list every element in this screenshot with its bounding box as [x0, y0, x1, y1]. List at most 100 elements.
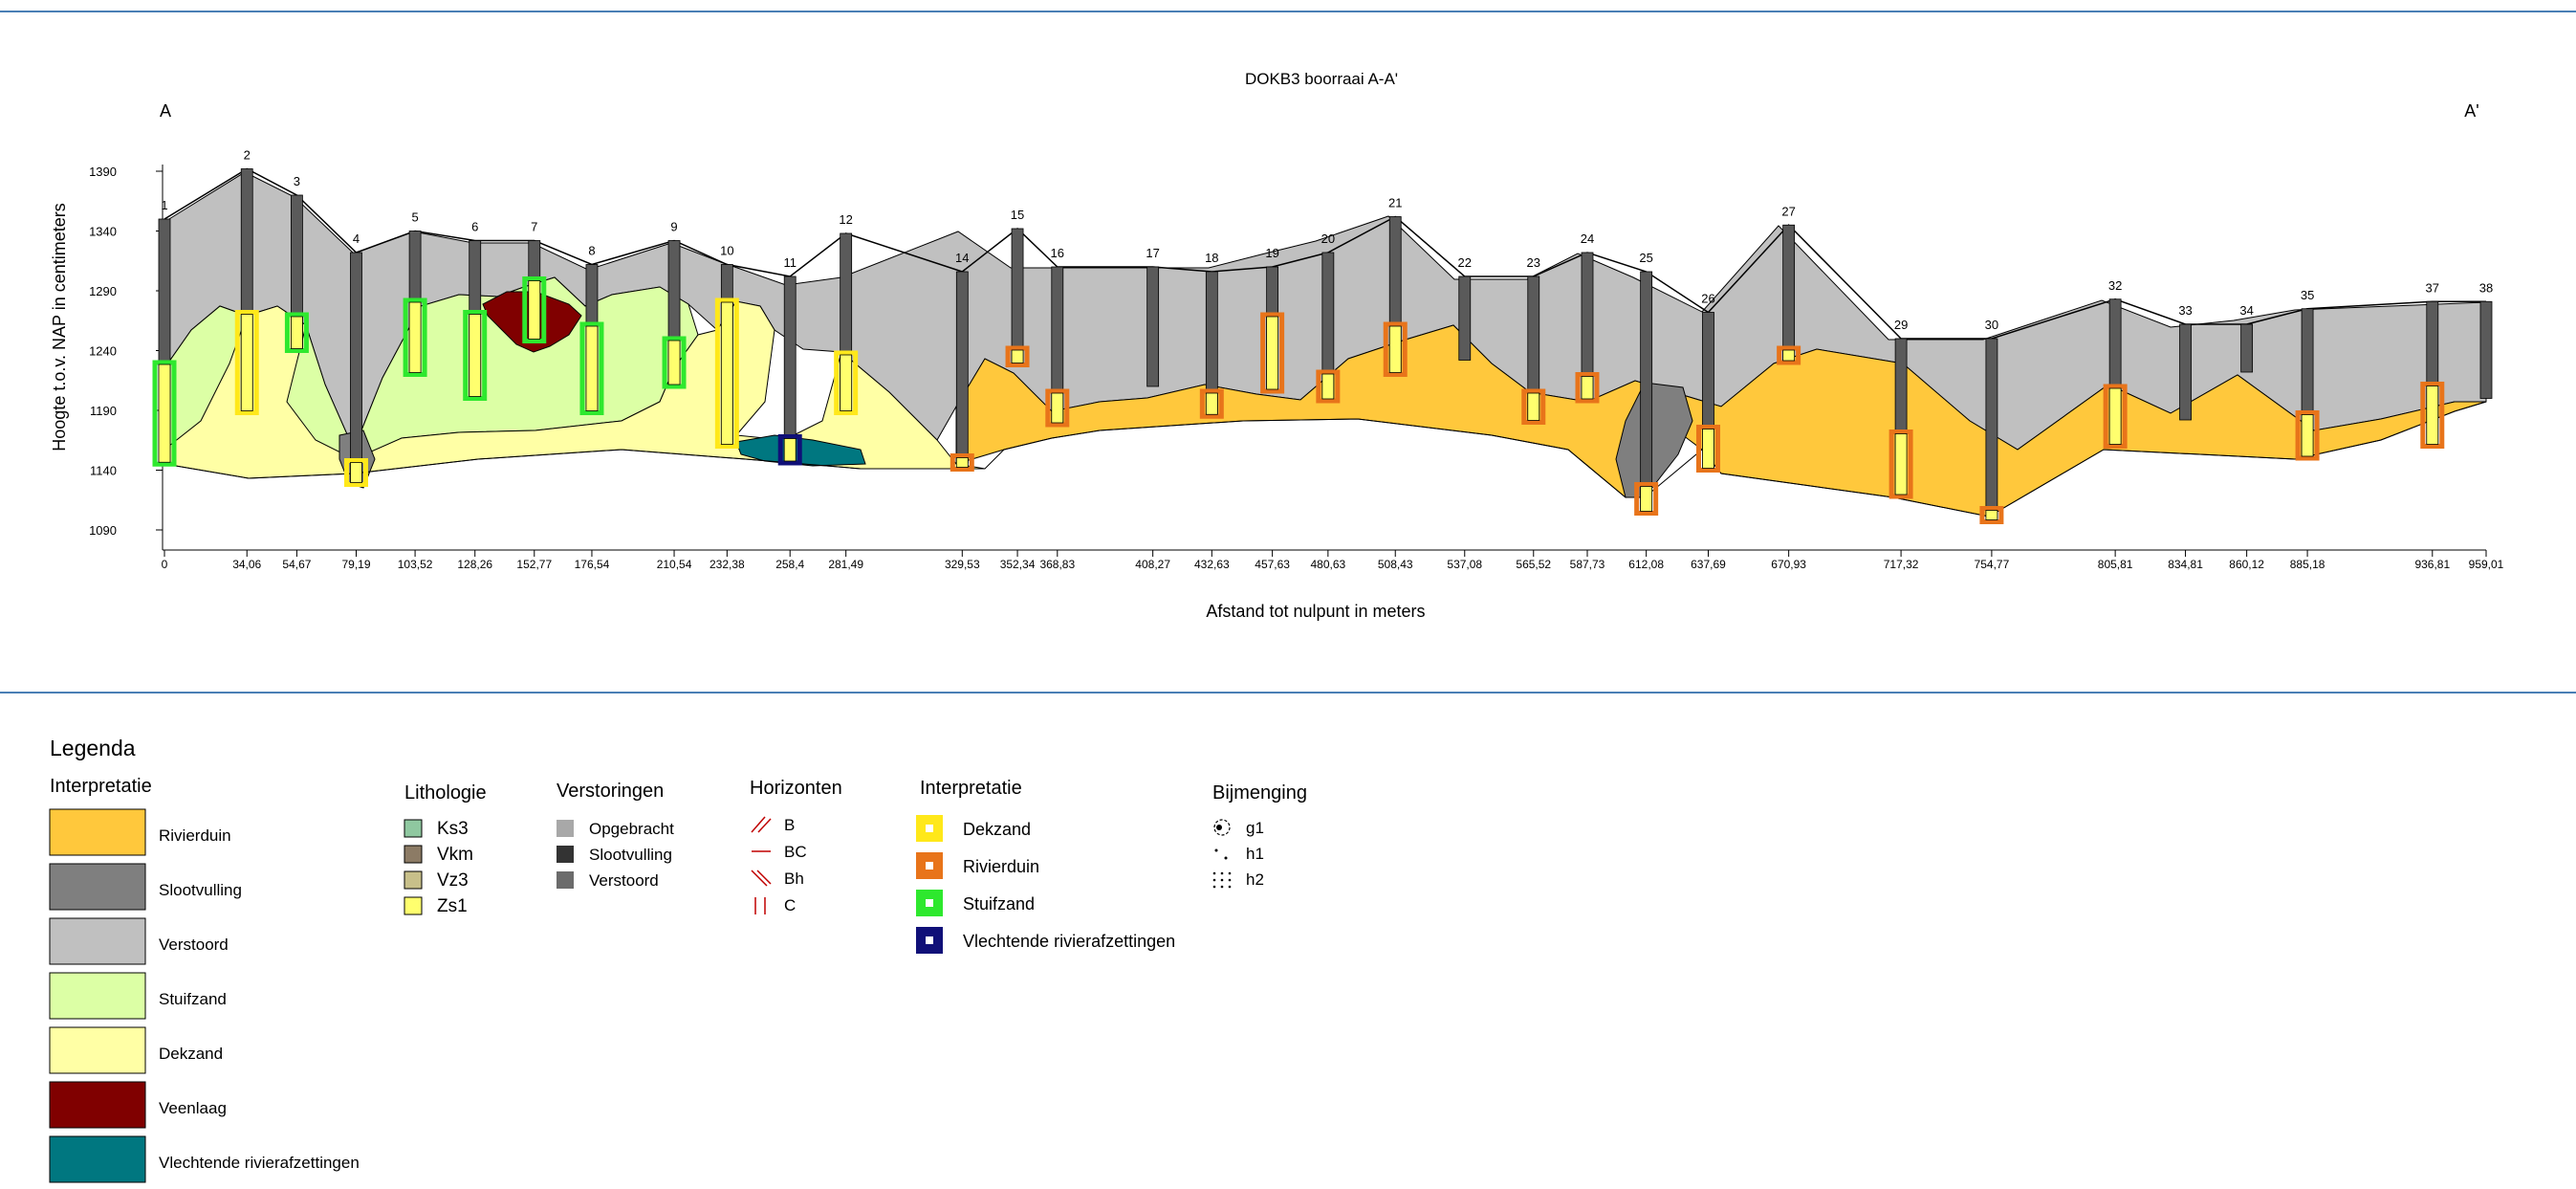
- legend-hor-label: Bh: [784, 870, 804, 888]
- borehole-sand-segment: [158, 363, 171, 463]
- legend-verst-title: Verstoringen: [557, 781, 664, 802]
- x-tick-label: 210,54: [657, 558, 692, 571]
- borehole-interp-frame: [579, 321, 604, 415]
- borehole-number: 11: [783, 255, 797, 270]
- borehole-number: 26: [1701, 292, 1714, 306]
- borehole-sand-segment: [1702, 429, 1714, 469]
- borehole-number: 10: [720, 244, 733, 258]
- legend-interp2-label: Dekzand: [963, 820, 1031, 839]
- borehole-interp-frame: [343, 458, 368, 487]
- borehole-11: 11: [777, 255, 802, 466]
- legend-bij-label: g1: [1246, 819, 1264, 837]
- borehole-sand-segment: [408, 301, 422, 373]
- borehole-35: 35: [2295, 288, 2320, 461]
- borehole-number: 17: [1146, 246, 1159, 260]
- borehole-interp-frame: [522, 276, 547, 343]
- legend-interp2-core: [926, 936, 933, 944]
- borehole-number: 12: [839, 212, 852, 227]
- borehole-number: 29: [1894, 318, 1908, 332]
- ground-surface-line: [164, 167, 2486, 340]
- borehole-sand-segment: [955, 457, 969, 468]
- legend-bij-label: h1: [1246, 845, 1264, 863]
- borehole-interp-frame: [234, 310, 259, 415]
- y-tick-label: 1290: [89, 284, 117, 298]
- x-tick-label: 281,49: [828, 558, 863, 571]
- x-tick-label: 176,54: [575, 558, 610, 571]
- section-start-label: A: [160, 101, 171, 121]
- borehole-interp-frame: [403, 297, 427, 377]
- borehole-sand-segment: [1266, 316, 1279, 390]
- borehole-sand-segment: [1782, 349, 1796, 362]
- borehole-19: 19: [1260, 246, 1285, 394]
- borehole-sand-segment: [1011, 349, 1024, 363]
- borehole-number: 22: [1458, 255, 1472, 270]
- borehole-number: 18: [1205, 251, 1218, 265]
- borehole-10: 10: [714, 244, 739, 449]
- x-tick-label: 834,81: [2168, 558, 2203, 571]
- borehole-6: 6: [463, 220, 488, 401]
- borehole-sand-segment: [1640, 486, 1653, 512]
- legend-litho-label: Vkm: [437, 845, 473, 865]
- legend-litho-swatch: [404, 870, 423, 890]
- borehole-24: 24: [1575, 231, 1600, 404]
- borehole-sand-segment: [350, 462, 362, 483]
- borehole-sand-segment: [1205, 392, 1218, 415]
- borehole-interp-frame: [1979, 506, 2004, 524]
- legend-interp2-core: [926, 825, 933, 832]
- borehole-interp-frame: [1521, 388, 1546, 425]
- y-tick-label: 1240: [89, 344, 117, 359]
- borehole-number: 25: [1639, 251, 1652, 265]
- x-tick-label: 860,12: [2229, 558, 2264, 571]
- borehole-21: 21: [1383, 196, 1408, 377]
- borehole-interp-frame: [1777, 345, 1801, 365]
- legend-verst-label: Slootvulling: [589, 846, 672, 864]
- borehole-9: 9: [662, 220, 687, 389]
- x-tick-label: 128,26: [457, 558, 492, 571]
- borehole-5: 5: [403, 210, 427, 377]
- legend-interp2-label: Rivierduin: [963, 857, 1039, 876]
- x-tick-label: 537,08: [1447, 558, 1482, 571]
- borehole-23: 23: [1521, 255, 1546, 425]
- borehole-sand-segment: [1051, 392, 1064, 424]
- borehole-33: 33: [2178, 303, 2193, 421]
- y-tick-label: 1190: [90, 404, 117, 418]
- borehole-column: [350, 252, 362, 485]
- borehole-sand-segment: [2426, 385, 2439, 445]
- unit-lower-boundary: [164, 401, 2487, 517]
- borehole-column: [1458, 275, 1472, 361]
- borehole-interp-frame: [1888, 429, 1913, 499]
- borehole-interp-frame: [1634, 482, 1659, 516]
- borehole-sand-segment: [1527, 392, 1540, 421]
- legend-title: Legenda: [50, 736, 136, 760]
- chart-title: DOKB3 boorraai A-A': [1245, 70, 1398, 88]
- borehole-sand-segment: [469, 314, 482, 397]
- legend-interp2-core: [926, 862, 933, 870]
- legend-interp2-core: [926, 899, 933, 907]
- x-tick-label: 612,08: [1628, 558, 1664, 571]
- borehole-15: 15: [1005, 208, 1030, 367]
- x-tick-label: 480,63: [1310, 558, 1345, 571]
- legend-litho-label: Ks3: [437, 819, 469, 839]
- borehole-interp-frame: [777, 434, 802, 466]
- borehole-interp-frame: [463, 310, 488, 401]
- legend-verst-swatch: [557, 846, 574, 863]
- x-tick-label: 959,01: [2469, 558, 2504, 571]
- borehole-number: 27: [1781, 204, 1795, 218]
- x-tick-label: 457,63: [1255, 558, 1290, 571]
- borehole-number: 19: [1265, 246, 1278, 260]
- legend-bij-glyph-icon: [1212, 871, 1232, 889]
- borehole-30: 30: [1979, 318, 2004, 524]
- legend-swatch: [49, 1081, 146, 1129]
- borehole-interp-frame: [1260, 312, 1285, 394]
- borehole-interp-frame: [1383, 321, 1408, 377]
- borehole-interp-frame: [284, 312, 309, 353]
- legend-hor-glyph-icon: [754, 897, 766, 914]
- legend-swatch: [49, 863, 146, 911]
- borehole-number: 4: [353, 231, 360, 246]
- borehole-number: 8: [588, 244, 595, 258]
